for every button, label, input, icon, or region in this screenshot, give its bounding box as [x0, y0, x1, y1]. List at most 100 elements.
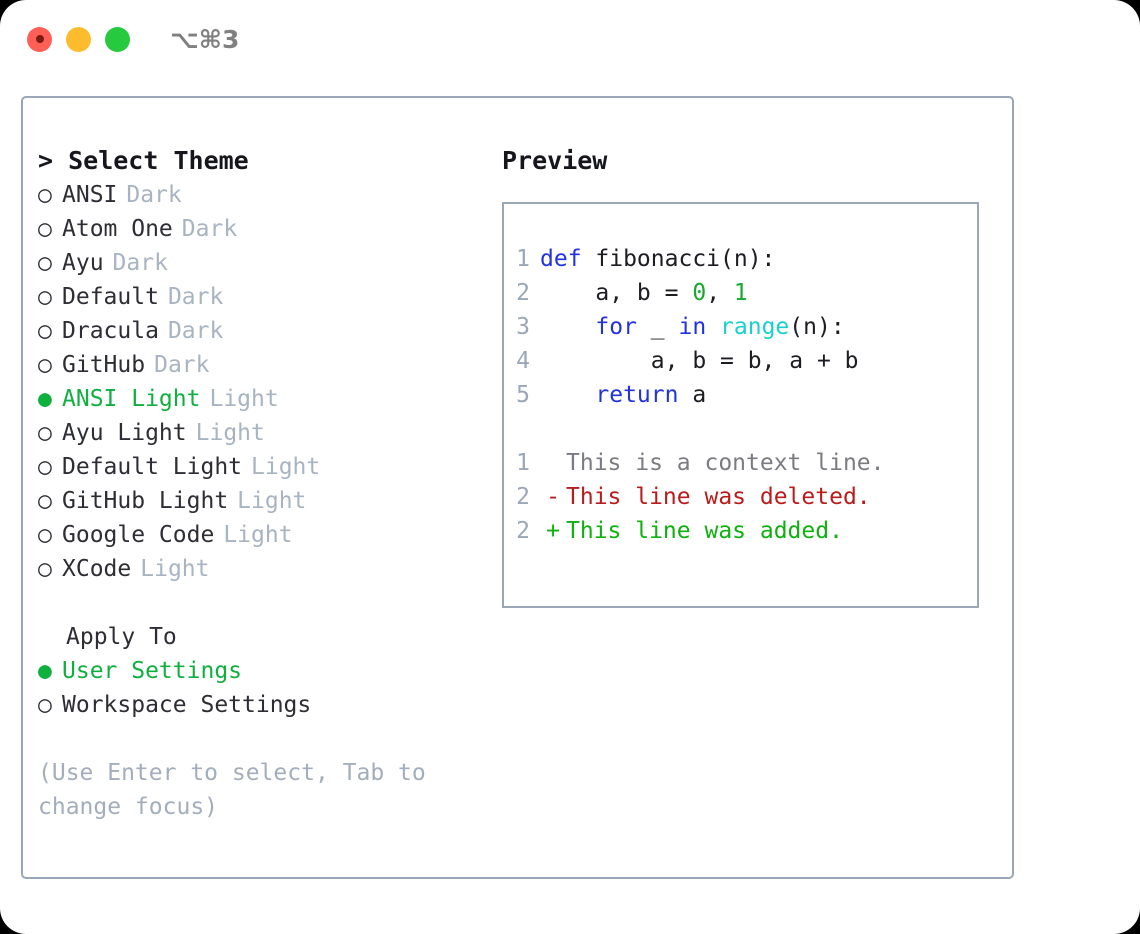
theme-variant-tag: Dark	[181, 216, 238, 242]
diff-line-text: This is a context line.	[566, 450, 885, 476]
code-line-number: 5	[516, 382, 530, 408]
radio-unselected-icon: ○	[38, 216, 52, 242]
radio-unselected-icon: ○	[38, 454, 52, 480]
theme-variant-tag: Light	[140, 556, 210, 582]
apply-to-list[interactable]: ● User Settings ○ Workspace Settings	[38, 654, 498, 722]
code-line: 3 for _ in range(n):	[504, 310, 977, 344]
code-token: def	[540, 246, 582, 272]
diff-line-number: 2	[516, 484, 530, 510]
apply-to-label: User Settings	[62, 658, 243, 684]
theme-list-item[interactable]: ○ Default Dark	[38, 280, 498, 314]
apply-to-label: Workspace Settings	[62, 692, 312, 718]
theme-name-label: Dracula	[62, 318, 159, 344]
code-token: range	[720, 314, 790, 340]
theme-name-label: ANSI Light	[62, 386, 201, 412]
apply-to-item[interactable]: ○ Workspace Settings	[38, 688, 498, 722]
diff-sample: 1 This is a context line. 2-This line was…	[504, 446, 977, 548]
code-line-number: 1	[516, 246, 530, 272]
code-line: 1 def fibonacci(n):	[504, 242, 977, 276]
code-line-text: a, b = 0, 1	[540, 276, 748, 310]
radio-unselected-icon: ○	[38, 692, 52, 718]
theme-variant-tag: Light	[223, 522, 293, 548]
theme-list-item[interactable]: ○ Default Light Light	[38, 450, 498, 484]
diff-line-number: 2	[516, 518, 530, 544]
radio-selected-icon: ●	[38, 386, 52, 412]
theme-name-label: Ayu Light	[62, 420, 187, 446]
code-line: 4 a, b = b, a + b	[504, 344, 977, 378]
theme-name-label: GitHub Light	[62, 488, 229, 514]
apply-to-item[interactable]: ● User Settings	[38, 654, 498, 688]
theme-variant-tag: Dark	[112, 250, 168, 276]
theme-variant-tag: Light	[195, 420, 265, 446]
close-button[interactable]	[27, 26, 52, 52]
titlebar: ⌥⌘3	[0, 0, 1140, 78]
radio-unselected-icon: ○	[38, 182, 52, 208]
diff-sign: +	[546, 518, 560, 544]
theme-list-item[interactable]: ○ ANSI Dark	[38, 178, 498, 212]
theme-list-item[interactable]: ○ Google Code Light	[38, 518, 498, 552]
code-token: 1	[733, 280, 748, 306]
keyboard-hint-text: (Use Enter to select, Tab to change focu…	[38, 760, 426, 820]
apply-to-heading: Apply To	[66, 624, 177, 650]
radio-selected-icon: ●	[38, 658, 52, 684]
code-token: fibonacci(n):	[581, 246, 776, 272]
diff-sign: -	[546, 484, 560, 510]
code-token	[706, 314, 720, 340]
minimize-button[interactable]	[66, 26, 91, 52]
theme-variant-tag: Dark	[126, 182, 182, 208]
code-line-text: for _ in range(n):	[540, 310, 844, 344]
code-token: ,	[706, 280, 734, 306]
code-token: a	[678, 382, 707, 408]
code-line-text: return a	[540, 378, 706, 412]
code-line-number: 4	[516, 348, 530, 374]
diff-line-text: This line was added.	[566, 518, 843, 544]
code-token	[540, 314, 595, 340]
theme-name-label: Default Light	[62, 454, 243, 480]
theme-name-label: Atom One	[62, 216, 173, 242]
diff-line-text: This line was deleted.	[566, 484, 871, 510]
code-token: for	[595, 314, 637, 340]
theme-name-label: Default	[62, 284, 159, 310]
code-line-text: def fibonacci(n):	[540, 242, 775, 276]
preview-heading: Preview	[502, 146, 608, 175]
code-line: 2 a, b = 0, 1	[504, 276, 977, 310]
theme-list-item[interactable]: ○ GitHub Dark	[38, 348, 498, 382]
code-token: 0	[692, 280, 707, 306]
theme-variant-tag: Light	[251, 454, 321, 480]
theme-variant-tag: Dark	[167, 318, 224, 344]
radio-unselected-icon: ○	[38, 284, 52, 310]
diff-line-number: 1	[516, 450, 530, 476]
code-line: 5 return a	[504, 378, 977, 412]
theme-list-item[interactable]: ○ Atom One Dark	[38, 212, 498, 246]
theme-name-label: GitHub	[62, 352, 146, 378]
theme-variant-tag: Dark	[154, 352, 210, 378]
theme-variant-tag: Dark	[167, 284, 224, 310]
theme-name-label: XCode	[62, 556, 132, 582]
theme-name-label: ANSI	[62, 182, 118, 208]
select-theme-heading: > Select Theme	[38, 146, 249, 175]
theme-list-item[interactable]: ○ Ayu Light Light	[38, 416, 498, 450]
code-line-number: 3	[516, 314, 530, 340]
radio-unselected-icon: ○	[38, 556, 52, 582]
code-token	[540, 382, 595, 408]
zoom-button[interactable]	[105, 26, 130, 52]
radio-unselected-icon: ○	[38, 420, 52, 446]
theme-name-label: Ayu	[62, 250, 104, 276]
radio-unselected-icon: ○	[38, 522, 52, 548]
apply-to-section: Apply To ● User Settings ○ Workspace Settin…	[38, 620, 498, 722]
radio-unselected-icon: ○	[38, 352, 52, 378]
theme-name-label: Google Code	[62, 522, 215, 548]
diff-line-deleted: 2-This line was deleted.	[504, 480, 977, 514]
code-token: a, b =	[540, 280, 693, 306]
theme-list-item[interactable]: ○ XCode Light	[38, 552, 498, 586]
